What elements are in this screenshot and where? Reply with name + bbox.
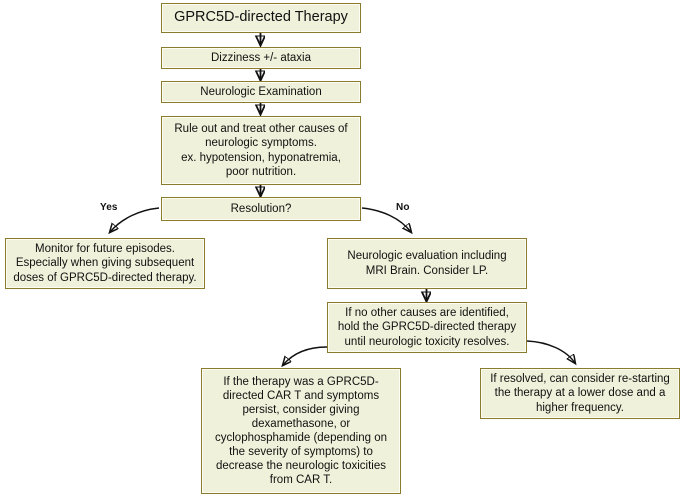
node-resolution-decision: Resolution? [161,197,361,221]
node-rule-out-other-causes: Rule out and treat other causes of neuro… [161,116,361,185]
node-resolution-decision-label: Resolution? [230,202,292,215]
node-monitor-future-episodes-label: Monitor for future episodes. Especially … [13,243,197,284]
node-neurologic-evaluation-mri-label: Neurologic evaluation including MRI Brai… [347,250,507,277]
node-hold-gprc5d-therapy-label: If no other causes are identified, hold … [337,307,517,348]
node-restart-lower-dose-label: If resolved, can consider re-starting th… [490,373,670,414]
edge-label-yes: Yes [100,202,118,213]
connector-hold-therapy-to-restart [526,340,575,363]
node-hold-gprc5d-therapy: If no other causes are identified, hold … [327,302,527,353]
node-gprc5d-directed-therapy-label: GPRC5D-directed Therapy [174,9,348,26]
node-dizziness-ataxia: Dizziness +/- ataxia [161,47,361,69]
node-restart-lower-dose: If resolved, can consider re-starting th… [480,368,680,419]
node-car-t-dexamethasone-cyclophosphamide-label: If the therapy was a GPRC5D- directed CA… [215,375,387,487]
node-neurologic-evaluation-mri: Neurologic evaluation including MRI Brai… [327,238,527,289]
node-rule-out-other-causes-label: Rule out and treat other causes of neuro… [174,123,348,178]
connector-hold-therapy-to-car-t [283,346,328,365]
node-neurologic-examination-label: Neurologic Examination [200,85,322,98]
node-neurologic-examination: Neurologic Examination [161,81,361,103]
node-monitor-future-episodes: Monitor for future episodes. Especially … [5,238,205,289]
node-dizziness-ataxia-label: Dizziness +/- ataxia [210,51,312,64]
edge-label-no: No [396,202,410,213]
node-gprc5d-directed-therapy: GPRC5D-directed Therapy [161,3,361,33]
node-car-t-dexamethasone-cyclophosphamide: If the therapy was a GPRC5D- directed CA… [201,368,401,494]
